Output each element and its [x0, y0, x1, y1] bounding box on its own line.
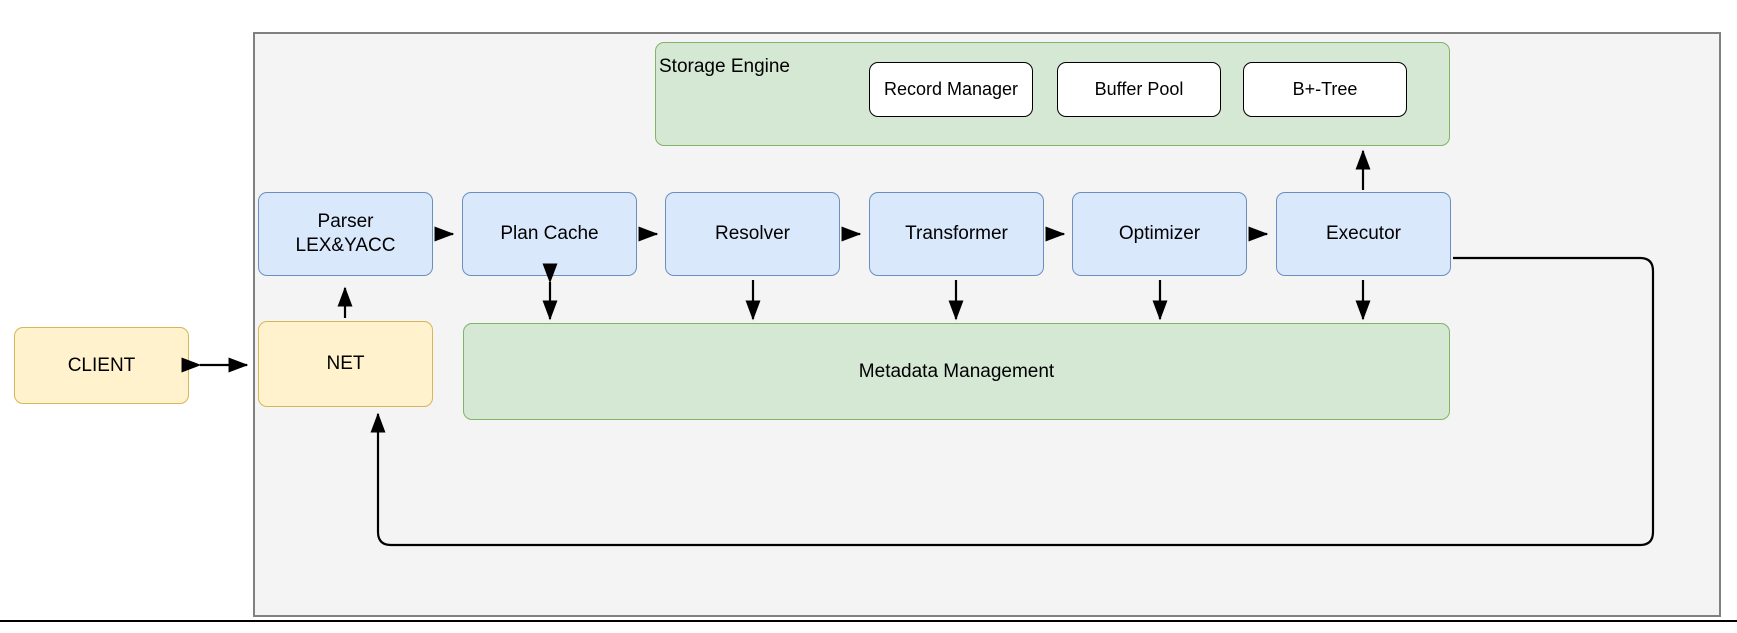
storage-component-label: Buffer Pool: [1094, 79, 1184, 100]
metadata-management-panel[interactable]: Metadata Management: [463, 323, 1450, 420]
bottom-divider: [0, 620, 1737, 622]
metadata-management-label: Metadata Management: [858, 360, 1055, 382]
storage-component-label: Record Manager: [883, 79, 1019, 100]
storage-engine-title: Storage Engine: [659, 56, 790, 77]
client-box[interactable]: CLIENT: [14, 327, 189, 404]
net-box[interactable]: NET: [258, 321, 433, 407]
pipeline-node-label: Optimizer: [1118, 223, 1201, 245]
storage-component-buffer-pool[interactable]: Buffer Pool: [1057, 62, 1221, 117]
pipeline-node-label: Plan Cache: [500, 223, 599, 245]
pipeline-node-plan-cache[interactable]: Plan Cache: [462, 192, 637, 276]
client-label: CLIENT: [67, 354, 136, 376]
storage-component-record-manager[interactable]: Record Manager: [869, 62, 1033, 117]
pipeline-node-label: Parser LEX&YACC: [295, 211, 396, 256]
net-label: NET: [326, 353, 365, 375]
pipeline-node-optimizer[interactable]: Optimizer: [1072, 192, 1247, 276]
pipeline-node-label: Resolver: [715, 223, 790, 245]
pipeline-node-parser[interactable]: Parser LEX&YACC: [258, 192, 433, 276]
pipeline-node-label: Transformer: [905, 223, 1008, 245]
pipeline-node-label: Executor: [1326, 223, 1401, 245]
storage-component-b-plus-tree[interactable]: B+-Tree: [1243, 62, 1407, 117]
pipeline-node-resolver[interactable]: Resolver: [665, 192, 840, 276]
storage-component-label: B+-Tree: [1292, 79, 1358, 100]
pipeline-node-executor[interactable]: Executor: [1276, 192, 1451, 276]
pipeline-node-transformer[interactable]: Transformer: [869, 192, 1044, 276]
